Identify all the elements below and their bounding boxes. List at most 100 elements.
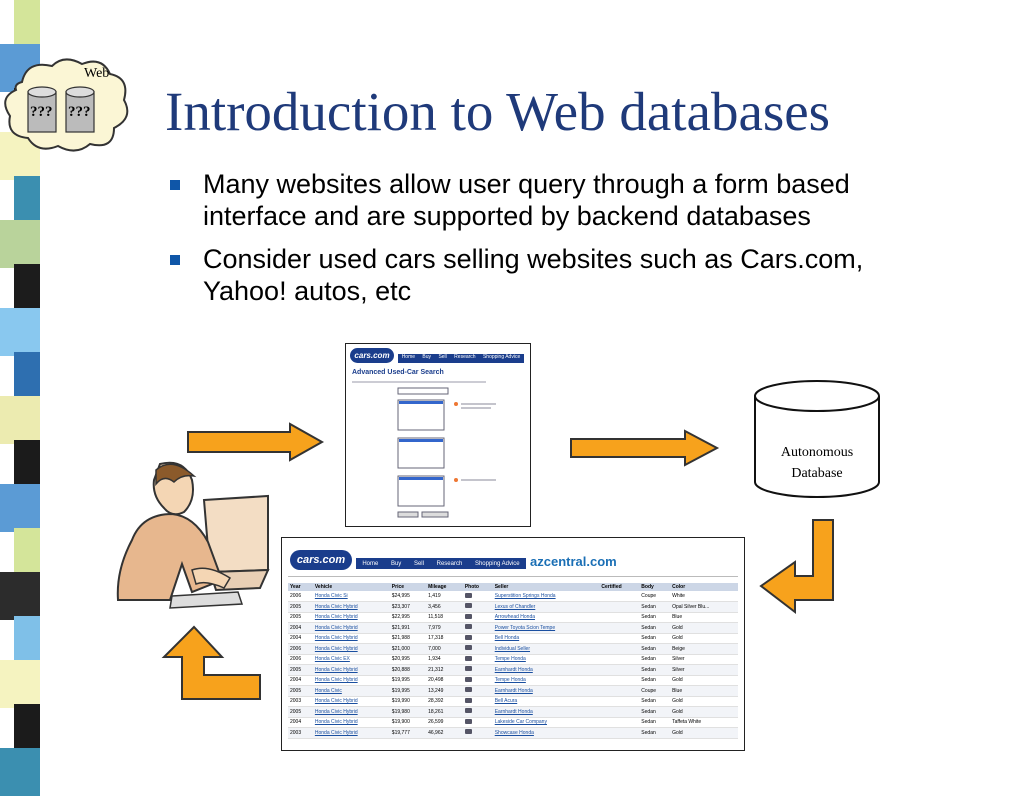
camera-icon[interactable]	[464, 718, 472, 724]
cell-vehicle[interactable]: Honda Civic Hybrid	[314, 603, 358, 610]
nav-buy[interactable]: Buy	[422, 354, 432, 360]
cell-vehicle[interactable]: Honda Civic Hybrid	[314, 729, 358, 736]
nav-home[interactable]: Home	[401, 354, 416, 360]
cell-vehicle[interactable]: Honda Civic	[314, 687, 342, 694]
cell-certified	[599, 707, 639, 718]
cell-seller[interactable]: Individual Seller	[494, 645, 531, 652]
camera-icon[interactable]	[464, 613, 472, 619]
cell-vehicle[interactable]: Honda Civic Hybrid	[314, 677, 358, 684]
cell-seller[interactable]: Earnhardt Honda	[494, 708, 533, 715]
results-nav-home[interactable]: Home	[362, 560, 379, 567]
cell-vehicle[interactable]: Honda Civic EX	[314, 656, 350, 663]
cell-vehicle[interactable]: Honda Civic Hybrid	[314, 708, 358, 715]
cell-mileage: 28,392	[428, 698, 444, 705]
cell-vehicle[interactable]: Honda Civic Hybrid	[314, 624, 358, 631]
col-mileage[interactable]: Mileage	[428, 584, 447, 590]
cell-vehicle[interactable]: Honda Civic Si	[314, 593, 348, 599]
camera-icon[interactable]	[464, 592, 472, 598]
cell-seller[interactable]: Superstition Springs Honda	[494, 593, 556, 599]
cell-year: 2003	[290, 698, 302, 705]
cell-vehicle[interactable]: Honda Civic Hybrid	[314, 698, 358, 705]
cell-vehicle[interactable]: Honda Civic Hybrid	[314, 719, 358, 726]
bullet-item: Consider used cars selling websites such…	[165, 243, 885, 307]
cell-price: $19,900	[391, 719, 410, 726]
results-cars-logo: cars.com	[290, 550, 352, 570]
nav-research[interactable]: Research	[454, 354, 476, 360]
cell-seller[interactable]: Lexus of Chandler	[494, 603, 536, 610]
cell-seller[interactable]: Earnhardt Honda	[494, 666, 533, 673]
camera-icon[interactable]	[464, 729, 472, 735]
results-nav-buy[interactable]: Buy	[390, 560, 402, 567]
cell-seller[interactable]: Tempe Honda	[494, 656, 526, 663]
cell-body: Sedan	[641, 729, 656, 736]
cell-body: Sedan	[641, 603, 656, 610]
cell-year: 2006	[290, 645, 302, 652]
cell-photo	[463, 717, 493, 728]
cell-color: Blue	[672, 687, 683, 694]
camera-icon[interactable]	[464, 634, 472, 640]
cell-price: $24,995	[391, 593, 410, 599]
cell-seller[interactable]: Bell Honda	[494, 635, 520, 642]
cell-seller[interactable]: Showcase Honda	[494, 729, 534, 736]
camera-icon[interactable]	[464, 708, 472, 714]
col-color[interactable]: Color	[672, 584, 686, 590]
camera-icon[interactable]	[464, 687, 472, 693]
cell-vehicle[interactable]: Honda Civic Hybrid	[314, 645, 358, 652]
camera-icon[interactable]	[464, 603, 472, 609]
camera-icon[interactable]	[464, 624, 472, 630]
bullet-list: Many websites allow user query through a…	[165, 168, 885, 318]
cell-body: Coupe	[641, 593, 657, 599]
col-body[interactable]: Body	[641, 584, 654, 590]
nav-shopping-advice[interactable]: Shopping Advice	[482, 354, 521, 360]
cell-seller[interactable]: Arrowhead Honda	[494, 614, 536, 621]
cell-seller[interactable]: Earnhardt Honda	[494, 687, 533, 694]
cell-seller[interactable]: Lakeside Car Company	[494, 719, 547, 726]
database-label-line1: Autonomous	[780, 445, 854, 460]
camera-icon[interactable]	[464, 645, 472, 651]
cell-vehicle[interactable]: Honda Civic Hybrid	[314, 614, 358, 621]
cell-seller[interactable]: Power Toyota Scion Tempe	[494, 624, 556, 631]
cell-seller[interactable]: Tempe Honda	[494, 677, 526, 684]
col-price[interactable]: Price	[391, 584, 405, 590]
col-year[interactable]: Year	[290, 584, 301, 590]
cell-mileage: 1,934	[428, 656, 441, 663]
cell-vehicle[interactable]: Honda Civic Hybrid	[314, 635, 358, 642]
camera-icon[interactable]	[464, 655, 472, 661]
cell-year: 2005	[290, 603, 302, 610]
camera-icon[interactable]	[464, 666, 472, 672]
col-seller[interactable]: Seller	[494, 584, 509, 590]
cell-mileage: 3,456	[428, 603, 441, 610]
nav-sell[interactable]: Sell	[438, 354, 447, 360]
results-nav-shopping-advice[interactable]: Shopping Advice	[474, 560, 520, 567]
cell-price: $20,888	[391, 666, 410, 673]
cell-body: Sedan	[641, 677, 656, 684]
cell-seller[interactable]: Bell Acura	[494, 698, 518, 705]
col-vehicle[interactable]: Vehicle	[314, 584, 333, 590]
cell-vehicle[interactable]: Honda Civic Hybrid	[314, 666, 358, 673]
cell-color: Gold	[672, 698, 683, 705]
results-nav-research[interactable]: Research	[436, 560, 463, 567]
cell-price: $22,995	[391, 614, 410, 621]
results-nav-sell[interactable]: Sell	[413, 560, 424, 567]
col-photo[interactable]: Photo	[464, 584, 479, 590]
camera-icon[interactable]	[464, 697, 472, 703]
cell-photo	[463, 612, 493, 623]
col-certified[interactable]: Certified	[601, 584, 622, 590]
cell-mileage: 17,318	[428, 635, 444, 642]
camera-icon[interactable]	[464, 676, 472, 682]
